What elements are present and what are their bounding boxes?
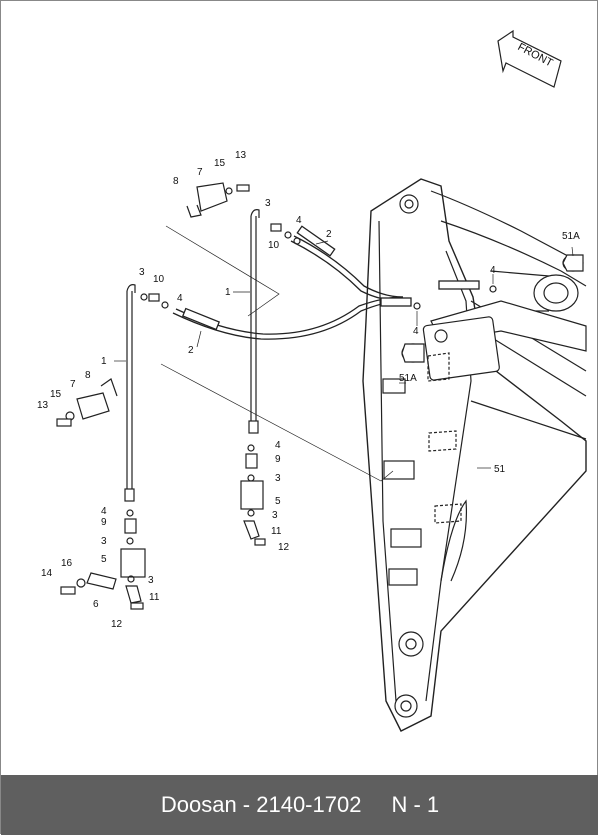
callout-3: 3 [139,267,145,278]
callout-2: 2 [326,229,332,240]
callout-14: 14 [41,568,53,579]
callout-3: 3 [272,510,278,521]
callout-10: 10 [153,274,165,285]
callout-51a: 51A [562,231,580,242]
callout-5: 5 [101,554,107,565]
callout-51: 51 [494,464,506,475]
callout-5: 5 [275,496,281,507]
callout-2: 2 [188,345,194,356]
callout-4: 4 [296,215,302,226]
callout-4: 4 [177,293,183,304]
boom-clamps [382,352,462,586]
parts-diagram: FRONT [37,29,587,732]
callout-13: 13 [235,150,247,161]
callout-7: 7 [70,379,76,390]
callout-16: 16 [61,558,73,569]
callout-4: 4 [413,326,419,337]
footer-bar: Doosan - 2140-1702 N - 1 [1,775,598,835]
fittings [120,223,497,610]
front-arrow: FRONT [497,29,562,88]
callout-1: 1 [225,287,231,298]
callout-3: 3 [275,473,281,484]
callout-15: 15 [50,389,62,400]
callout-9: 9 [101,517,107,528]
callout-12: 12 [278,542,290,553]
callout-12: 12 [111,619,123,630]
callout-10: 10 [268,240,280,251]
callout-4: 4 [101,506,107,517]
leader-lines [114,225,574,482]
pipe-1 [124,209,260,502]
callout-11: 11 [149,592,160,603]
page-number-label: N - 1 [391,792,440,817]
callout-3: 3 [265,198,271,209]
callout-9: 9 [275,454,281,465]
part-number-label: Doosan - 2140-1702 [160,792,362,817]
callout-3: 3 [148,575,154,586]
hose-2 [172,225,480,340]
callout-51a: 51A [399,373,417,384]
callout-1: 1 [101,356,107,367]
brackets [56,182,250,595]
callout-11: 11 [271,526,282,537]
callout-8: 8 [85,370,91,381]
callout-15: 15 [214,158,226,169]
bushing-51a [401,254,584,363]
callout-6: 6 [93,599,99,610]
boom-cylinder [422,270,587,381]
callout-13: 13 [37,400,49,411]
callout-labels: 13 8 7 15 3 4 10 2 1 3 10 4 2 1 8 7 15 1… [37,150,580,630]
callout-4: 4 [490,265,496,276]
callout-7: 7 [197,167,203,178]
callout-8: 8 [173,176,179,187]
callout-4: 4 [275,440,281,451]
boom-arm [362,178,587,732]
callout-3: 3 [101,536,107,547]
